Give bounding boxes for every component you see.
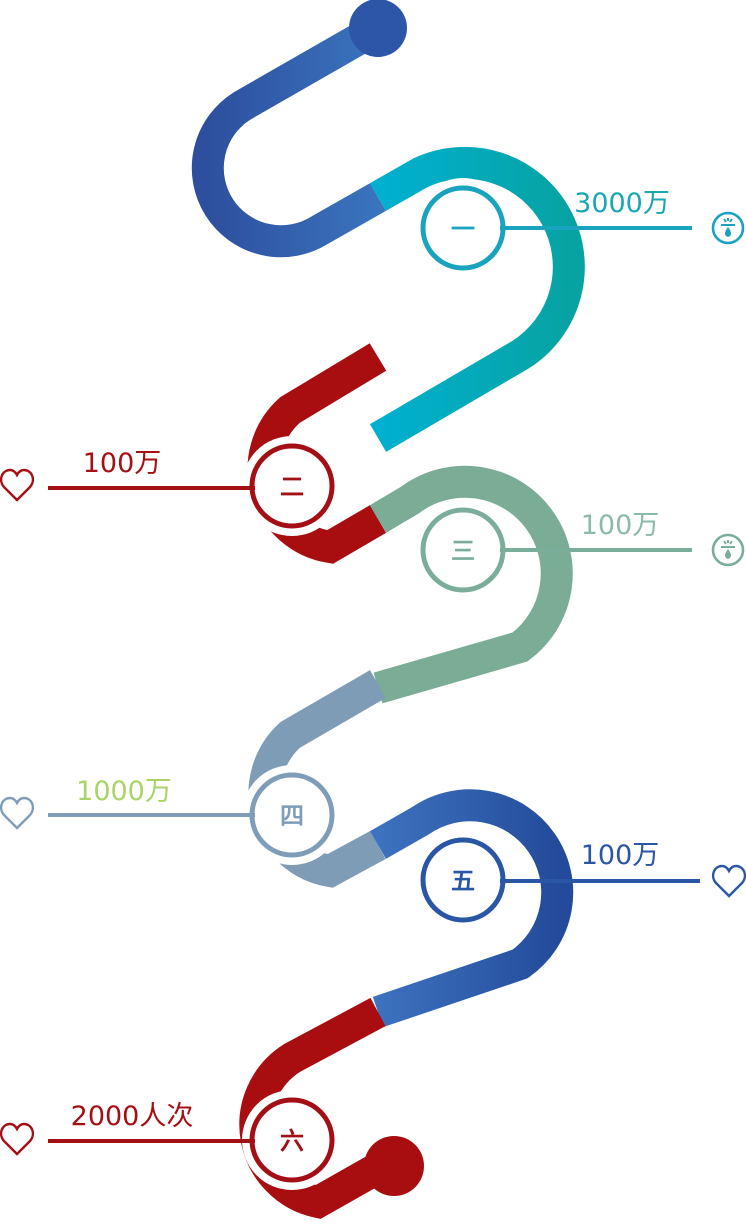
track-segment-start: [191, 14, 386, 258]
node-6: 六 2000人次: [0, 1090, 342, 1190]
node-6-value: 2000人次: [71, 1101, 194, 1132]
node-1-value: 3000万: [574, 188, 670, 219]
node-4: 四 1000万: [0, 765, 342, 865]
node-1-label: 一: [451, 215, 475, 243]
node-6-label: 六: [280, 1127, 304, 1155]
heart-icon: [0, 796, 35, 830]
heart-icon: [711, 864, 746, 898]
track-segment-5: [370, 789, 574, 1028]
gauge-icon: [711, 533, 745, 567]
start-cap: [349, 0, 407, 57]
node-4-value: 1000万: [76, 776, 172, 807]
gauge-icon: [711, 211, 745, 245]
node-3-label: 三: [451, 537, 475, 565]
node-1: 一 3000万: [413, 178, 745, 278]
node-3: 三 100万: [413, 500, 745, 600]
node-5-label: 五: [451, 867, 475, 895]
node-5: 五 100万: [413, 830, 746, 930]
node-2-value: 100万: [83, 448, 162, 479]
node-2: 二 100万: [0, 436, 342, 536]
node-4-label: 四: [280, 802, 304, 830]
track: [191, 14, 585, 1219]
track-segment-1: [369, 146, 585, 452]
node-5-value: 100万: [581, 840, 660, 871]
end-cap: [364, 1136, 424, 1196]
node-2-label: 二: [280, 473, 304, 501]
heart-icon: [0, 468, 35, 502]
heart-icon: [0, 1122, 35, 1156]
node-3-value: 100万: [581, 510, 660, 541]
track-segment-3: [369, 465, 573, 704]
